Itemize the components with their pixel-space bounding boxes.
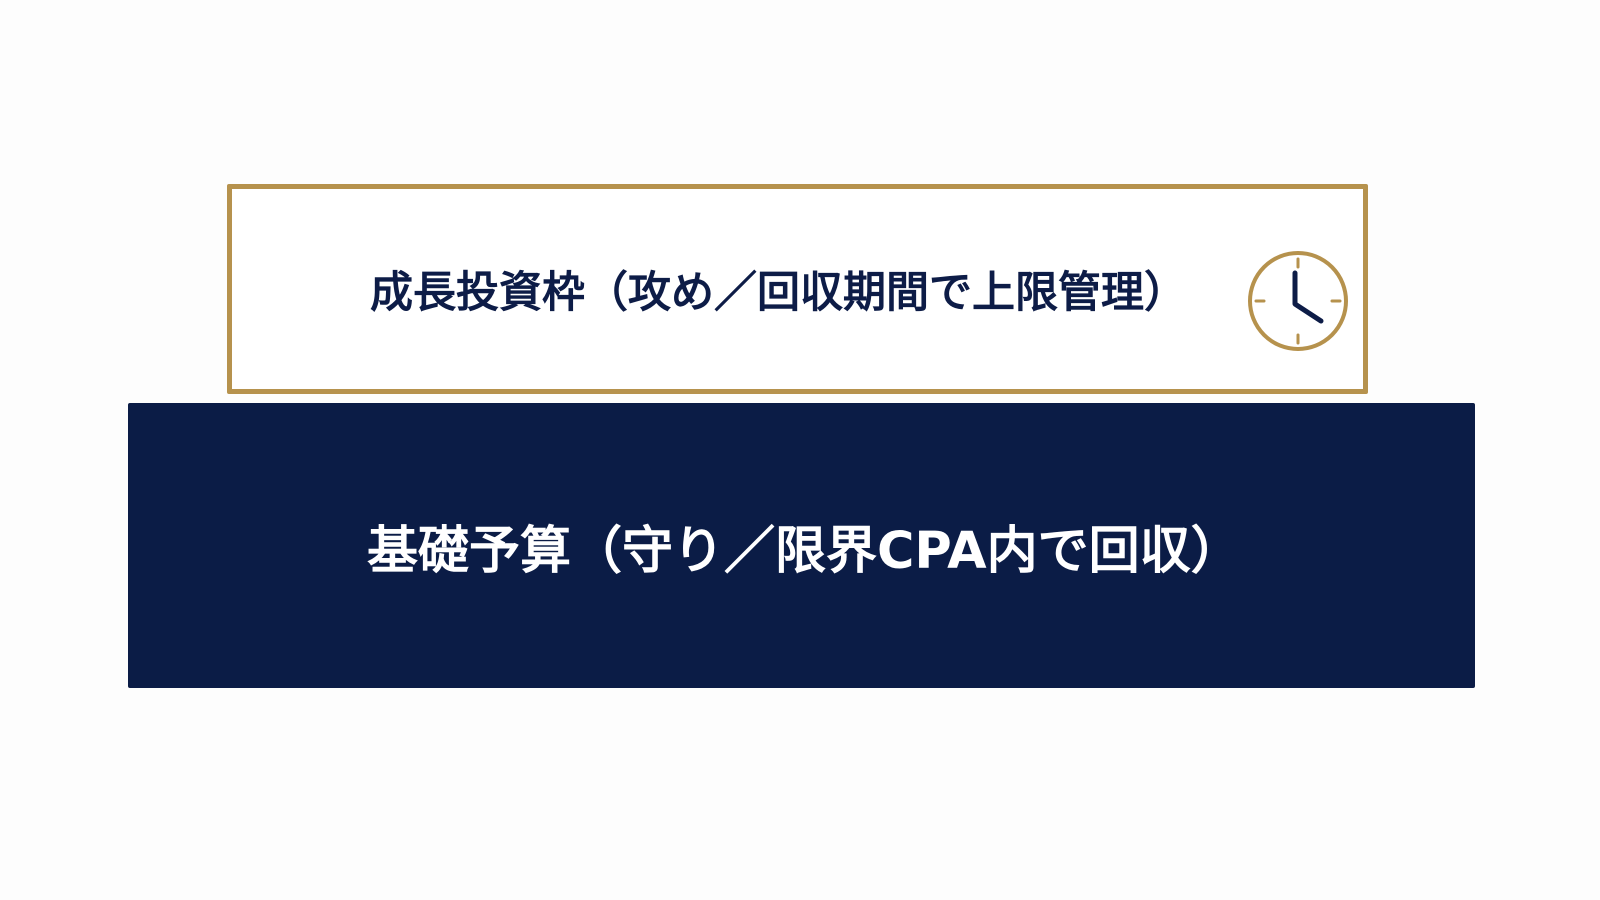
growth-investment-label: 成長投資枠（攻め／回収期間で上限管理） xyxy=(370,268,1187,318)
base-budget-label: 基礎予算（守り／限界CPA内で回収） xyxy=(367,521,1242,581)
base-budget-block: 基礎予算（守り／限界CPA内で回収） xyxy=(128,403,1475,688)
clock-icon xyxy=(1248,251,1348,351)
growth-investment-block: 成長投資枠（攻め／回収期間で上限管理） xyxy=(227,184,1368,394)
